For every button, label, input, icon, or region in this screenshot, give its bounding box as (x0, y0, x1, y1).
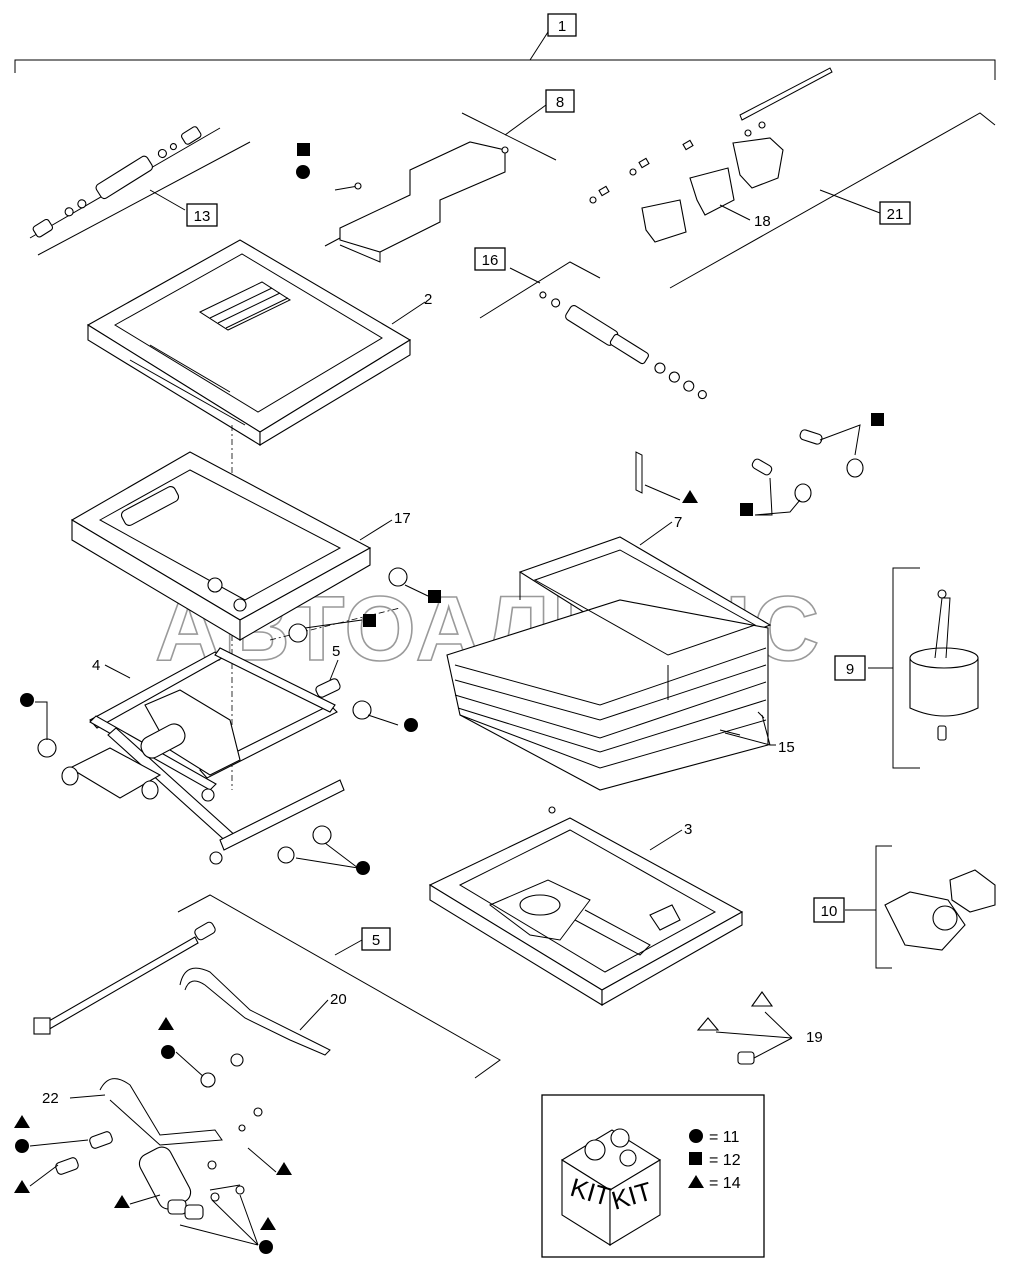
callout-13: 13 (194, 208, 211, 225)
legend-triangle-symbol (688, 1175, 704, 1188)
handle-assembly-22[interactable]: 22 (14, 1017, 292, 1254)
legend-square-symbol (689, 1152, 702, 1165)
base-plate-3[interactable]: 3 (428, 806, 744, 1006)
legend-item-triangle: = 14 (709, 1175, 741, 1192)
legend-item-circle: = 11 (709, 1129, 740, 1146)
scissor-mechanism-4[interactable]: 4 (61, 647, 345, 865)
rubber-feet-19[interactable]: 19 (696, 991, 823, 1065)
bellows-cover-7[interactable]: 7 15 (446, 514, 795, 791)
label-17: 17 (394, 510, 411, 527)
pin-5-and-bushings[interactable]: 5 (20, 643, 418, 875)
valve-assembly-13[interactable]: 13 (29, 124, 251, 256)
lever-assembly-5[interactable]: 5 20 (33, 894, 501, 1079)
seat-top-frame-2[interactable]: 2 (86, 239, 432, 446)
label-15: 15 (778, 739, 795, 756)
pin-and-bushings-right[interactable] (635, 413, 884, 516)
label-19: 19 (806, 1029, 823, 1046)
kit-legend: KIT KIT = 11 = 12 = 14 (541, 1094, 765, 1258)
legend-item-square: = 12 (709, 1152, 741, 1169)
label-3: 3 (684, 821, 692, 838)
callout-10: 10 (821, 903, 838, 920)
callout-16: 16 (482, 252, 499, 269)
label-2: 2 (424, 291, 432, 308)
legend-circle-symbol (689, 1129, 703, 1143)
cylinder-assembly-16[interactable]: 16 (474, 247, 710, 403)
kit-markers-top (296, 143, 310, 179)
label-5: 5 (332, 643, 340, 660)
armrest-assembly-21[interactable]: 21 18 (589, 67, 996, 289)
callout-21: 21 (887, 206, 904, 223)
label-4: 4 (92, 657, 100, 674)
bushings-square-group[interactable] (288, 567, 441, 643)
label-22: 22 (42, 1090, 59, 1107)
label-18: 18 (754, 213, 771, 230)
bracket-plate-8[interactable]: 8 (324, 89, 575, 263)
air-spring-9[interactable]: 9 (834, 567, 979, 769)
callout-5: 5 (372, 932, 380, 949)
callout-8: 8 (556, 94, 564, 111)
motor-assembly-10[interactable]: 10 (813, 845, 996, 969)
slide-rail-frame-17[interactable]: 17 (70, 451, 411, 641)
assembly-bracket: 1 (14, 13, 996, 80)
label-7: 7 (674, 514, 682, 531)
callout-1: 1 (558, 18, 566, 35)
callout-9: 9 (846, 661, 854, 678)
label-20: 20 (330, 991, 347, 1008)
